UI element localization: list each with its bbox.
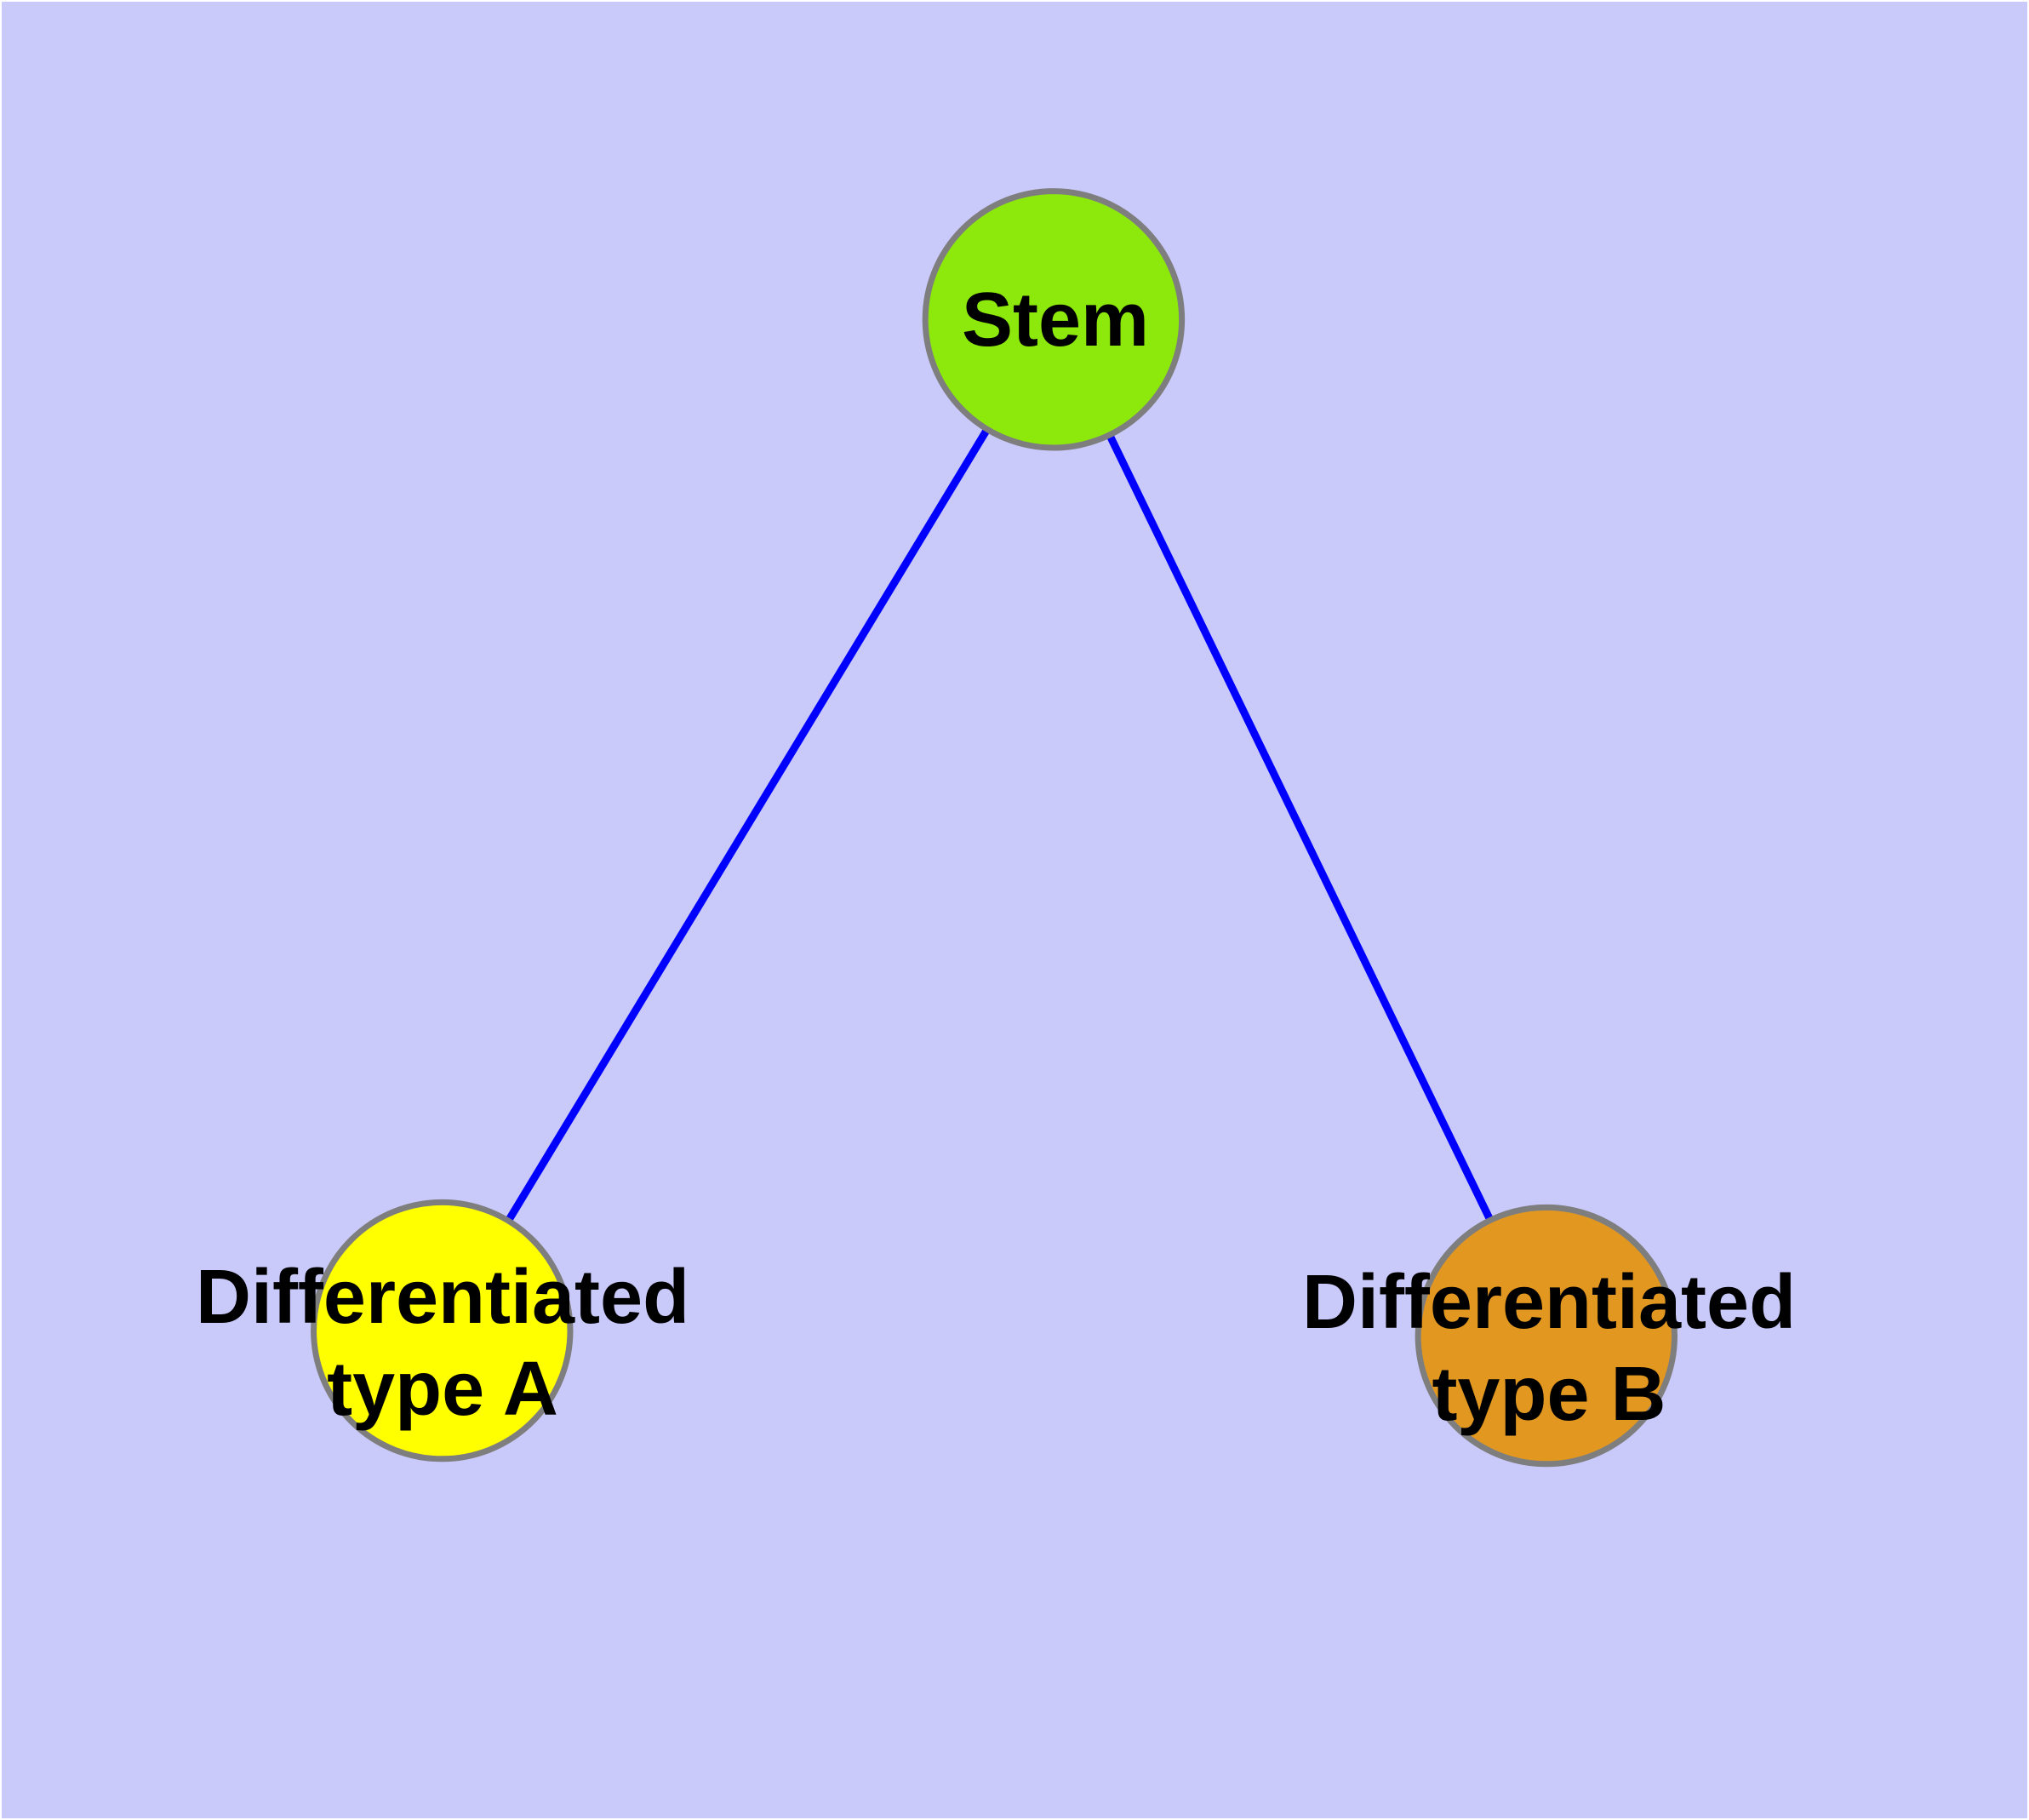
node-type-b-label-line-1: Differentiated <box>1301 1260 1797 1345</box>
edge-group <box>438 317 1550 1338</box>
node-stem-label: Stem <box>962 274 1149 366</box>
node-type-a-label-line-2: type A <box>327 1347 558 1432</box>
node-type-a-label: Differentiated type A <box>196 1251 689 1435</box>
node-stem-circle <box>922 188 1186 451</box>
node-type-a-label-line-1: Differentiated <box>195 1255 690 1340</box>
node-group <box>311 188 1678 1468</box>
node-type-a-circle <box>311 1199 574 1462</box>
edge-stem-to-type-a <box>438 317 1057 1333</box>
node-type-b-label-line-2: type B <box>1432 1352 1666 1437</box>
node-type-b-circle <box>1415 1204 1678 1468</box>
edge-stem-to-type-b <box>1049 318 1550 1338</box>
node-stem-label-line: Stem <box>961 278 1150 363</box>
node-type-b-label: Differentiated type B <box>1302 1256 1796 1440</box>
